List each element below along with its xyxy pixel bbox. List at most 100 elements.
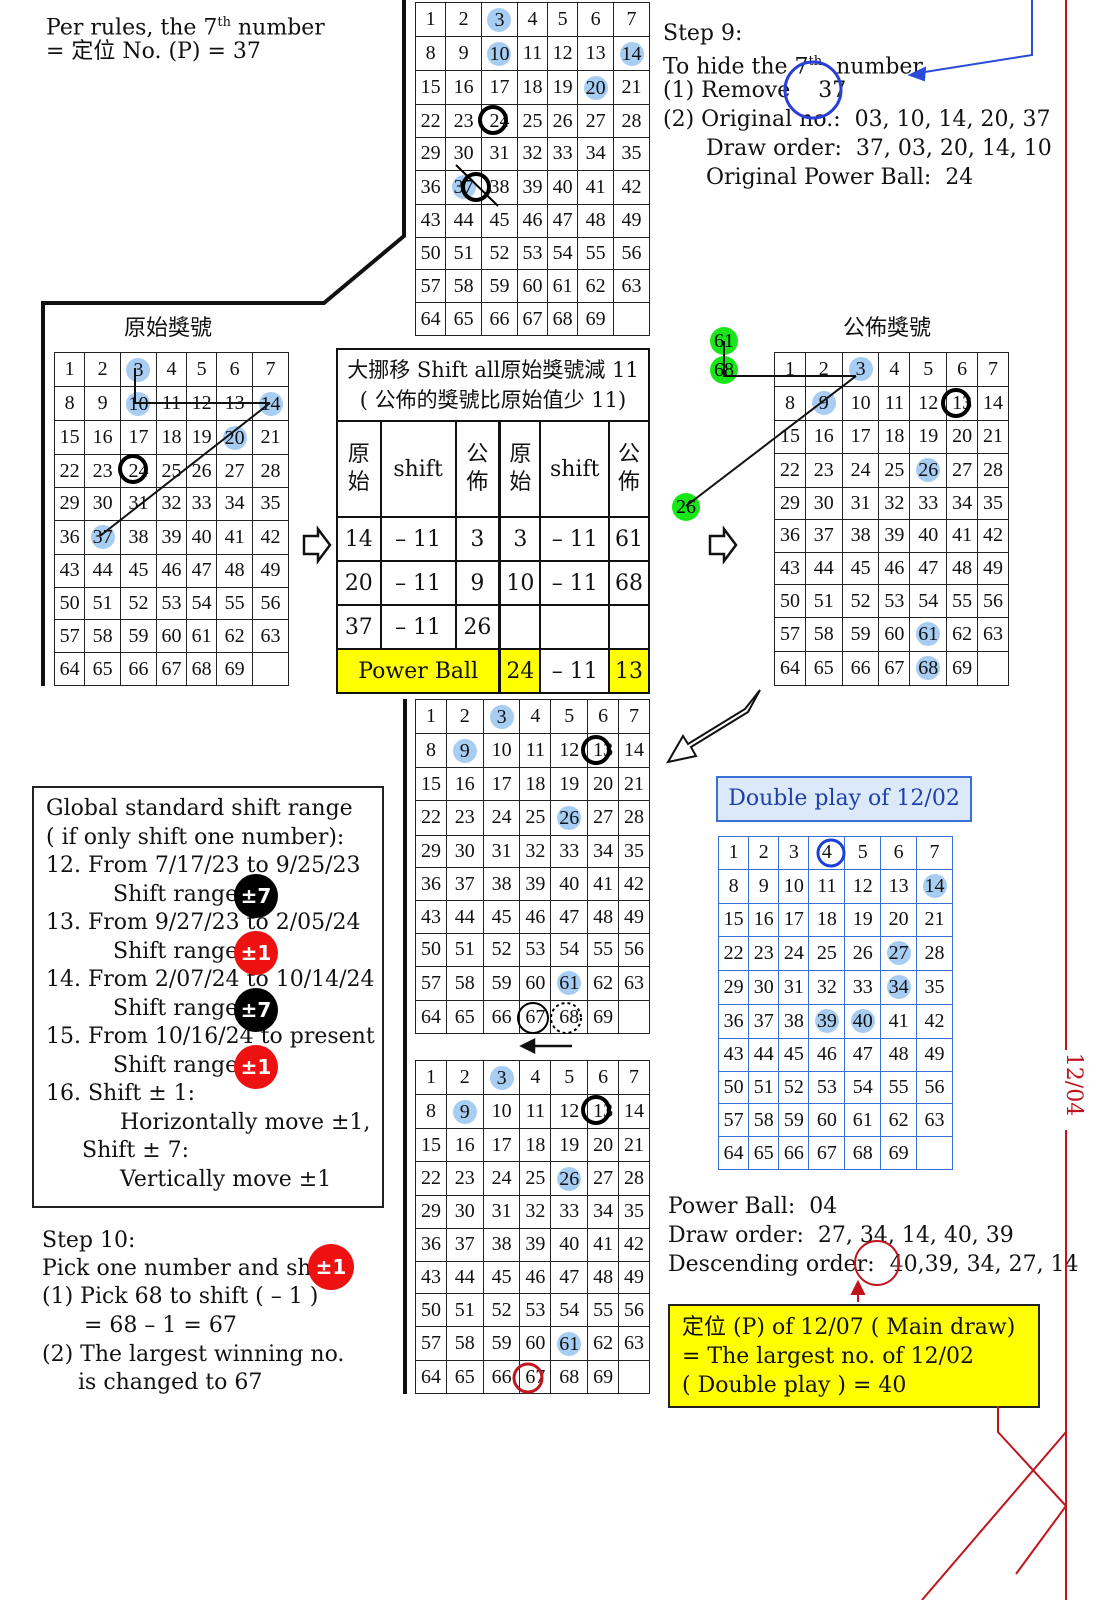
grid-number: 55 xyxy=(224,592,245,615)
grid-number: 23 xyxy=(753,941,774,964)
grid-cell: 1 xyxy=(415,698,447,735)
step9-title: Step 9: xyxy=(663,21,743,46)
grid-cell: 27 xyxy=(216,454,254,489)
grid-cell: 13 xyxy=(946,385,979,421)
grid-number: 62 xyxy=(952,622,973,645)
grid-cell: 45 xyxy=(778,1037,810,1072)
grid-number: 25 xyxy=(525,1167,546,1190)
grid-cell: 2 xyxy=(445,698,484,735)
grid-number: 20 xyxy=(888,908,909,931)
grid-cell: 10 xyxy=(778,868,810,904)
grid-number: 53 xyxy=(522,242,543,265)
grid-number: 66 xyxy=(491,1365,512,1388)
grid-cell: 23 xyxy=(84,454,122,489)
grid-cell: 57 xyxy=(53,619,86,654)
grid-cell: 15 xyxy=(774,419,806,454)
grid-cell: 52 xyxy=(482,933,521,967)
grid-number: 30 xyxy=(92,492,113,515)
power-ball-published: 13 xyxy=(607,648,651,694)
grid-number: 64 xyxy=(420,1365,441,1388)
grid-cell: 11 xyxy=(878,385,911,421)
global-l12: Horizontally move ±1, xyxy=(120,1110,371,1135)
grid-number: 41 xyxy=(224,525,245,548)
grid-number: 2 xyxy=(97,358,108,381)
grid-cell: 7 xyxy=(618,698,650,735)
grid-cell: 22 xyxy=(415,800,447,836)
grid-number: 18 xyxy=(525,772,546,795)
grid-cell: 69 xyxy=(577,302,615,336)
grid-number: 11 xyxy=(817,874,837,897)
grid-number: 54 xyxy=(191,592,212,615)
grid-cell: 35 xyxy=(916,969,953,1005)
grid-cell: 30 xyxy=(804,486,843,521)
grid-cell: 19 xyxy=(844,902,882,937)
grid-cell: 33 xyxy=(844,969,882,1005)
grid-number: 22 xyxy=(420,109,441,132)
grid-number: 18 xyxy=(525,1133,546,1156)
grid-number: 54 xyxy=(559,938,580,961)
grid-number: 46 xyxy=(816,1043,837,1066)
grid-cell: 27 xyxy=(577,104,615,139)
grid-cell: 27 xyxy=(880,935,918,971)
grid-cell: 42 xyxy=(977,519,1009,553)
grid-cell: 67 xyxy=(519,1360,552,1394)
grid-number: 41 xyxy=(952,524,973,547)
grid-number: 55 xyxy=(593,1298,614,1321)
grid-cell: 20 xyxy=(216,420,254,456)
grid-cell: 24 xyxy=(120,454,157,489)
grid-number: 50 xyxy=(723,1076,744,1099)
grid-cell: 17 xyxy=(481,70,518,106)
grid-cell: 58 xyxy=(445,1326,484,1362)
grid-cell: 12 xyxy=(550,1094,589,1130)
grid-cell: 24 xyxy=(778,935,810,971)
grid-number: 61 xyxy=(916,622,941,647)
per-rules-text-2: = 定位 No. (P) = 37 xyxy=(46,39,261,64)
grid-number: 46 xyxy=(522,209,543,232)
grid-number: 9 xyxy=(452,1099,477,1124)
grid-number: 57 xyxy=(723,1108,744,1131)
grid-number: 59 xyxy=(491,971,512,994)
grid-cell: 17 xyxy=(482,1128,521,1162)
grid-number: 40 xyxy=(559,872,580,895)
shift-1-badge: ±1 xyxy=(234,1045,278,1089)
grid-cell xyxy=(977,650,1009,687)
grid-number: 52 xyxy=(491,1298,512,1321)
grid-number: 48 xyxy=(585,209,606,232)
global-l13: Shift ± 7: xyxy=(82,1138,190,1163)
grid-cell: 59 xyxy=(482,1326,521,1362)
step10-badge: ±1 xyxy=(308,1244,354,1290)
grid-number: 15 xyxy=(723,908,744,931)
grid-cell: 15 xyxy=(414,70,447,106)
grid-cell: 68 xyxy=(550,1360,589,1394)
grid-number: 19 xyxy=(559,1133,580,1156)
grid-number: 13 xyxy=(224,392,245,415)
grid-cell: 58 xyxy=(445,269,483,304)
grid-number: 10 xyxy=(126,391,151,416)
grid-number: 48 xyxy=(593,1265,614,1288)
grid-number: 30 xyxy=(454,839,475,862)
table-cell: 68 xyxy=(607,560,651,606)
grid-cell: 61 xyxy=(844,1103,882,1138)
grid-cell: 32 xyxy=(155,487,188,521)
grid-cell: 69 xyxy=(587,1360,620,1394)
grid-cell: 50 xyxy=(415,1293,447,1328)
grid-number: 23 xyxy=(813,458,834,481)
global-l14: Vertically move ±1 xyxy=(120,1167,332,1192)
grid-number: 31 xyxy=(491,839,512,862)
grid-number: 5 xyxy=(857,841,868,864)
grid-number: 45 xyxy=(783,1043,804,1066)
step10-l5: is changed to 67 xyxy=(78,1370,263,1395)
grid-number: 11 xyxy=(522,42,543,65)
grid-cell: 30 xyxy=(445,834,484,869)
grid-number: 35 xyxy=(624,839,644,862)
grid-cell: 3 xyxy=(120,351,157,388)
grid-cell: 13 xyxy=(216,386,254,422)
grid-number: 58 xyxy=(454,971,475,994)
grid-number: 63 xyxy=(624,971,644,994)
grid-cell: 42 xyxy=(618,1227,650,1262)
global-l2: ( if only shift one number): xyxy=(46,825,345,850)
grid-number: 33 xyxy=(552,142,573,165)
grid-number: 7 xyxy=(629,705,639,728)
grid-cell: 39 xyxy=(519,867,552,902)
